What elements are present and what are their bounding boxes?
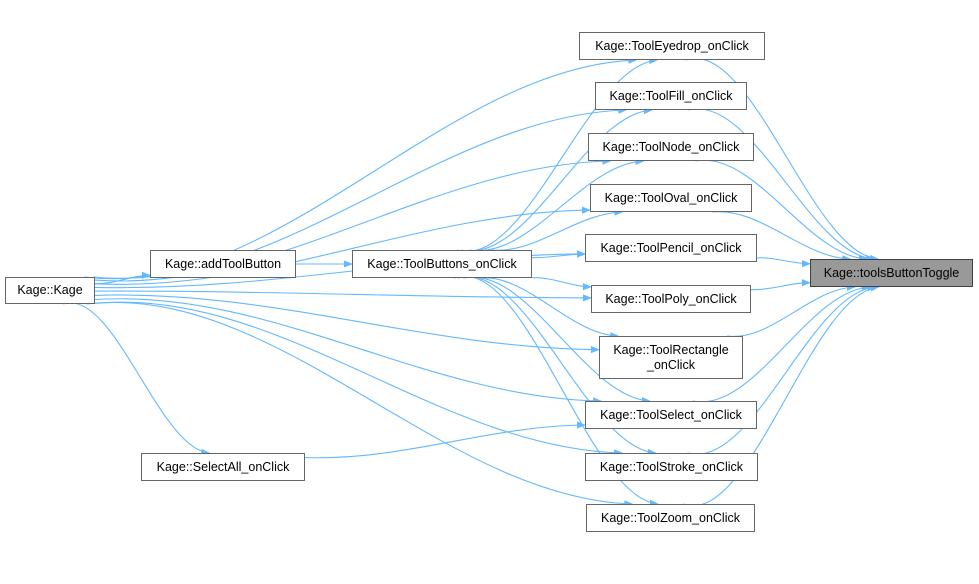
edge-kage-to-poly bbox=[94, 290, 592, 302]
node-tool-stroke-on-click[interactable]: Kage::ToolStroke_onClick bbox=[585, 453, 758, 481]
node-select-all-on-click[interactable]: Kage::SelectAll_onClick bbox=[141, 453, 305, 481]
node-tool-fill-on-click[interactable]: Kage::ToolFill_onClick bbox=[595, 82, 747, 110]
edge-kage-to-stroke bbox=[94, 301, 624, 457]
node-kage[interactable]: Kage::Kage bbox=[5, 277, 95, 304]
node-tool-poly-on-click[interactable]: Kage::ToolPoly_onClick bbox=[591, 285, 751, 313]
edge-kage-to-select bbox=[94, 298, 603, 405]
edge-kage-to-addToolButton bbox=[94, 271, 151, 285]
edge-toolButtons-to-pencil bbox=[531, 250, 586, 259]
node-tool-eyedrop-on-click[interactable]: Kage::ToolEyedrop_onClick bbox=[579, 32, 765, 60]
edge-kage-to-eyedrop bbox=[84, 56, 638, 280]
node-tool-zoom-on-click[interactable]: Kage::ToolZoom_onClick bbox=[586, 504, 755, 532]
edge-pencil-to-toggle bbox=[756, 257, 811, 268]
edge-selectAll-to-select bbox=[304, 421, 586, 459]
edge-toolButtons-to-fill bbox=[460, 106, 653, 252]
node-add-tool-button[interactable]: Kage::addToolButton bbox=[150, 250, 296, 278]
node-tools-button-toggle[interactable]: Kage::toolsButtonToggle bbox=[810, 259, 973, 287]
edge-kage-to-selectAll bbox=[63, 302, 211, 456]
node-tool-oval-on-click[interactable]: Kage::ToolOval_onClick bbox=[590, 184, 752, 212]
node-tool-buttons-on-click[interactable]: Kage::ToolButtons_onClick bbox=[352, 250, 532, 278]
node-tool-pencil-on-click[interactable]: Kage::ToolPencil_onClick bbox=[585, 234, 757, 262]
node-tool-node-on-click[interactable]: Kage::ToolNode_onClick bbox=[588, 133, 754, 161]
edge-poly-to-toggle bbox=[750, 279, 811, 291]
node-tool-rectangle-on-click[interactable]: Kage::ToolRectangle _onClick bbox=[599, 336, 743, 379]
edge-kage-to-rectangle bbox=[94, 294, 600, 354]
edge-toolButtons-to-poly bbox=[531, 277, 592, 291]
node-tool-select-on-click[interactable]: Kage::ToolSelect_onClick bbox=[585, 401, 757, 429]
